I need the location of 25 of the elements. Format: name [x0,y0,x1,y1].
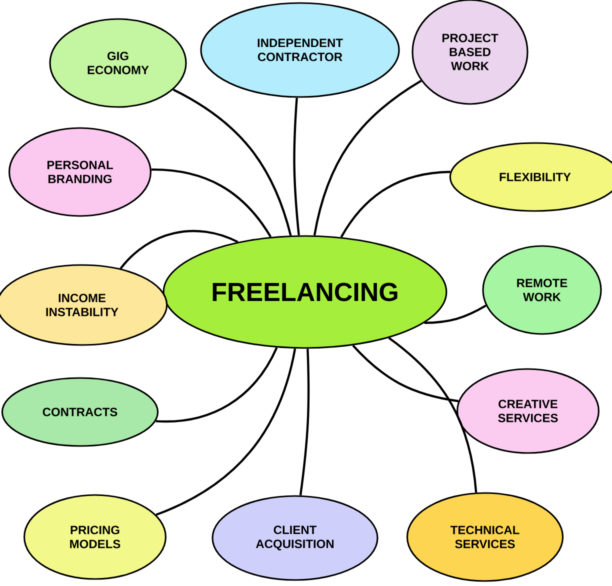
connector-line [340,170,450,238]
topic-bubble: CLIENT ACQUISITION [212,495,378,581]
central-topic-bubble: FREELANCING [162,235,448,349]
topic-bubble: PERSONAL BRANDING [8,127,152,217]
connector-line [299,348,310,496]
connector-line [120,230,238,270]
topic-bubble: TECHNICAL SERVICES [406,492,564,582]
connector-line [293,98,300,236]
topic-bubble: CREATIVE SERVICES [456,368,600,454]
connector-line [313,80,422,236]
connector-line [156,347,278,423]
topic-bubble: PROJECT BASED WORK [412,0,528,105]
connector-line [424,304,486,324]
connector-line [156,348,296,516]
connector-line [352,344,459,402]
topic-bubble: INDEPENDENT CONTRACTOR [200,2,400,98]
topic-bubble: REMOTE WORK [482,245,602,335]
topic-bubble: PRICING MODELS [24,494,167,580]
topic-bubble: CONTRACTS [1,377,159,447]
topic-bubble: GIG ECONOMY [49,18,187,108]
connector-line [388,337,478,493]
connector-line [151,168,272,238]
connector-line [172,88,292,236]
topic-bubble: INCOME INSTABILITY [0,264,168,346]
topic-bubble: FLEXIBILITY [449,142,612,212]
